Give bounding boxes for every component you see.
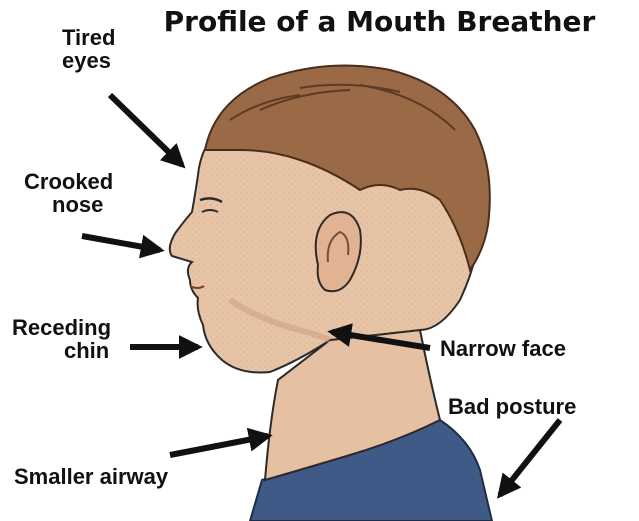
label-receding-chin-line1: Receding — [12, 316, 111, 339]
label-receding-chin-line2: chin — [12, 339, 111, 362]
label-receding-chin: Receding chin — [12, 316, 111, 362]
label-tired-eyes: Tired eyes — [62, 26, 115, 72]
label-crooked-nose-line1: Crooked — [24, 170, 113, 193]
arrow-tired-eyes — [110, 95, 182, 165]
label-smaller-airway: Smaller airway — [14, 465, 168, 488]
arrow-crooked-nose — [82, 236, 160, 250]
label-narrow-face: Narrow face — [440, 337, 566, 360]
label-tired-eyes-line1: Tired — [62, 26, 115, 49]
label-crooked-nose: Crooked nose — [24, 170, 113, 216]
label-tired-eyes-line2: eyes — [62, 49, 115, 72]
arrow-smaller-airway — [170, 436, 268, 455]
label-crooked-nose-line2: nose — [24, 193, 113, 216]
label-bad-posture: Bad posture — [448, 395, 576, 418]
arrow-bad-posture — [500, 420, 560, 495]
